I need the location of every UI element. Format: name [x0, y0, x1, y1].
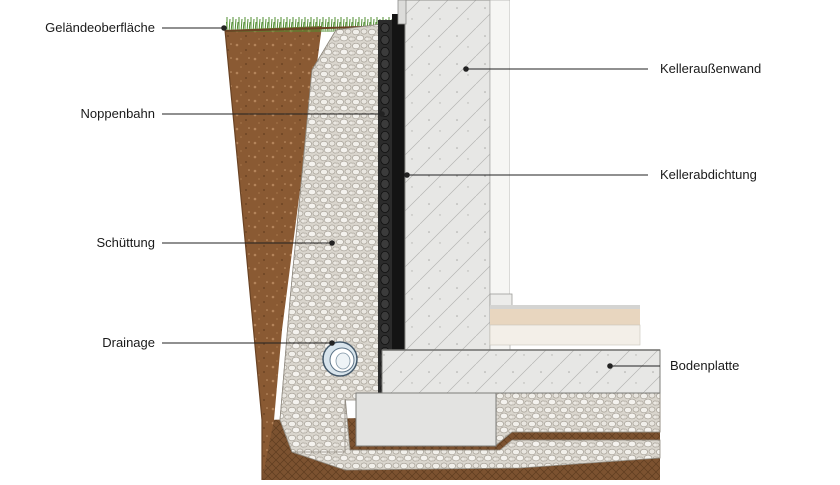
membrane-dimple — [380, 71, 390, 82]
wall-top-cap — [397, 0, 407, 25]
drainage-pipe-opening — [335, 352, 351, 370]
membrane-dimple — [380, 214, 390, 225]
membrane-dimple — [380, 142, 390, 153]
membrane-dimple — [380, 178, 390, 189]
membrane-dimple — [380, 83, 390, 94]
floor-finish — [490, 305, 640, 309]
basement-wall — [404, 0, 491, 353]
waterproofing-layer — [392, 14, 405, 394]
membrane-dimple — [380, 47, 390, 58]
membrane-dimple — [380, 286, 390, 297]
membrane-dimple — [380, 262, 390, 273]
membrane-dimple — [380, 119, 390, 130]
interior-room — [510, 0, 660, 305]
floor-screed — [490, 309, 640, 325]
membrane-dimple — [380, 35, 390, 46]
membrane-dimple — [380, 322, 390, 333]
foundation-footing — [355, 392, 497, 447]
membrane-dimple — [380, 95, 390, 106]
membrane-dimples — [380, 22, 390, 393]
membrane-dimple — [380, 130, 390, 141]
membrane-dimple — [380, 202, 390, 213]
membrane-dimple — [380, 310, 390, 321]
membrane-dimple — [380, 190, 390, 201]
membrane-dimple — [380, 298, 390, 309]
label-bodenplatte: Bodenplatte — [670, 358, 740, 373]
skirting-board — [489, 293, 513, 307]
membrane-dimple — [380, 59, 390, 70]
natural-soil — [225, 26, 322, 480]
label-gelaendeoberflaeche: Geländeoberfläche — [45, 20, 155, 35]
membrane-dimple — [380, 238, 390, 249]
membrane-dimple — [380, 334, 390, 345]
label-noppenbahn: Noppenbahn — [80, 106, 155, 121]
label-schuettung: Schüttung — [96, 235, 155, 250]
label-drainage: Drainage — [102, 335, 155, 350]
membrane-dimple — [380, 250, 390, 261]
membrane-dimple — [380, 226, 390, 237]
membrane-dimple — [380, 166, 390, 177]
membrane-dimple — [380, 154, 390, 165]
leader-lines — [162, 25, 660, 369]
insulation-layer — [489, 324, 641, 346]
membrane-dimple — [380, 274, 390, 285]
soil-left-edge — [224, 29, 263, 480]
label-kelleraussenwand: Kelleraußenwand — [660, 61, 762, 76]
label-kellerabdichtung: Kellerabdichtung — [660, 167, 757, 182]
floor-slab — [381, 349, 661, 394]
membrane-dimple — [380, 22, 390, 33]
